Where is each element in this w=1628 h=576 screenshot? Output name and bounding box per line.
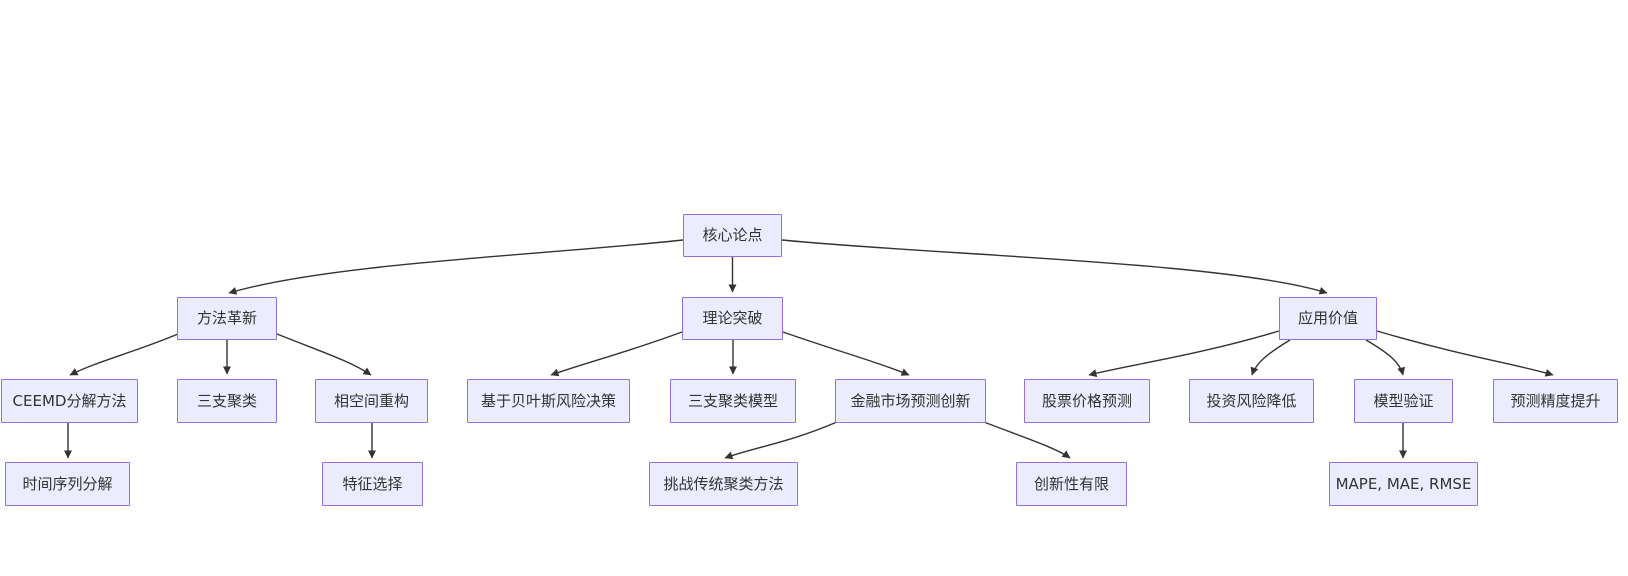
edge-core-to-method — [228, 239, 684, 295]
node-limited-novelty: 创新性有限 — [1016, 462, 1127, 506]
edge-core-to-application — [781, 239, 1328, 295]
node-evaluation-metrics: MAPE, MAE, RMSE — [1329, 462, 1478, 506]
node-core-argument: 核心论点 — [683, 214, 782, 257]
edge-method-to-ceemd — [69, 333, 179, 376]
node-method-innovation: 方法革新 — [177, 297, 277, 340]
node-forecast-accuracy-improvement: 预测精度提升 — [1493, 379, 1618, 423]
edge-application-to-accuracy — [1376, 330, 1554, 377]
edge-theory-to-fin-market — [782, 331, 910, 376]
node-investment-risk-reduction: 投资风险降低 — [1189, 379, 1314, 423]
edge-theory-to-bayes-risk — [550, 331, 683, 377]
edge-method-to-phase-space — [276, 333, 372, 376]
node-three-way-clustering-model: 三支聚类模型 — [670, 379, 796, 423]
node-financial-market-forecast-innovation: 金融市场预测创新 — [835, 379, 986, 423]
node-stock-price-prediction: 股票价格预测 — [1024, 379, 1150, 423]
edge-application-to-invest-risk — [1250, 339, 1291, 376]
node-time-series-decomposition: 时间序列分解 — [5, 462, 130, 506]
node-model-validation: 模型验证 — [1354, 379, 1453, 423]
node-challenge-traditional-clustering: 挑战传统聚类方法 — [649, 462, 798, 506]
node-three-way-clustering: 三支聚类 — [177, 379, 277, 423]
node-phase-space-reconstruction: 相空间重构 — [315, 379, 428, 423]
edge-fin-market-to-challenge — [724, 421, 838, 460]
node-feature-selection: 特征选择 — [322, 462, 423, 506]
node-theory-breakthrough: 理论突破 — [682, 297, 783, 340]
node-application-value: 应用价值 — [1279, 297, 1377, 340]
edge-fin-market-to-limited — [983, 421, 1071, 459]
node-ceemd-decomposition: CEEMD分解方法 — [1, 379, 138, 423]
edge-application-to-model-valid — [1365, 339, 1406, 376]
node-bayesian-risk-decision: 基于贝叶斯风险决策 — [467, 379, 630, 423]
edge-application-to-stock-price — [1088, 330, 1280, 378]
